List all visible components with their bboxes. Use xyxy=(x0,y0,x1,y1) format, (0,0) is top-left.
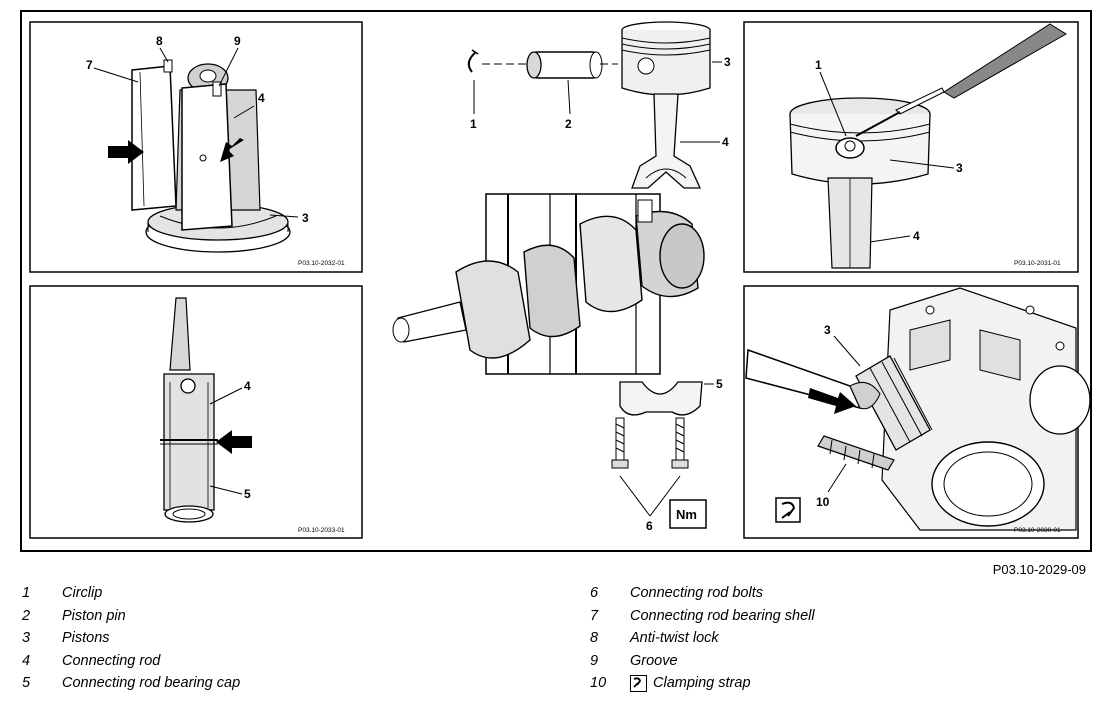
torque-box-label: Nm xyxy=(676,507,697,522)
center-callout-4: 4 xyxy=(722,135,729,149)
bl-panel-code: P03.10-2033-01 xyxy=(298,527,345,534)
bl-callout-4: 4 xyxy=(244,379,251,393)
bolt-right xyxy=(671,417,689,469)
tl-callout-3: 3 xyxy=(302,211,309,225)
tl-callout-8: 8 xyxy=(156,34,163,48)
legend-label: Circlip xyxy=(62,585,103,602)
legend-item: 2 Piston pin xyxy=(22,605,240,628)
center-callout-2: 2 xyxy=(565,117,572,131)
legend-right: 6 Connecting rod bolts 7 Connecting rod be… xyxy=(590,582,815,695)
legend-item: 10 Clamping strap xyxy=(590,672,815,695)
figure-frame xyxy=(20,10,1092,552)
tl-callout-4: 4 xyxy=(258,91,265,105)
tl-callout-7: 7 xyxy=(86,58,93,72)
legend-number: 5 xyxy=(22,675,31,692)
panel-bottom-left: 4 5 P03.10-2033-01 xyxy=(29,285,363,539)
tl-callout-9: 9 xyxy=(234,34,241,48)
legend-label: Anti-twist lock xyxy=(630,630,719,647)
legend-label: Connecting rod xyxy=(62,652,161,669)
exploded-diagram: 7 8 9 4 3 P03.10-2032-01 4 5 P03.10-2033… xyxy=(20,10,1092,552)
legend-number: 1 xyxy=(22,585,31,602)
legend-number: 7 xyxy=(590,607,599,624)
br-callout-10: 10 xyxy=(816,495,830,509)
tl-panel-code: P03.10-2032-01 xyxy=(298,260,345,267)
legend-item: 8 Anti-twist lock xyxy=(590,627,815,650)
panel-top-left: 7 8 9 4 3 P03.10-2032-01 xyxy=(29,21,363,273)
special-tool-icon xyxy=(630,674,647,692)
br-panel-code: P03.10-2030-01 xyxy=(1014,527,1061,534)
tr-callout-3: 3 xyxy=(956,161,963,175)
panel-bottom-right: 3 10 P03.10-2030-01 xyxy=(743,285,1091,539)
legend-number: 9 xyxy=(590,652,599,669)
tr-callout-4: 4 xyxy=(913,229,920,243)
legend-item: 4 Connecting rod xyxy=(22,650,240,673)
legend-number: 6 xyxy=(590,585,599,602)
legend-item: 1 Circlip xyxy=(22,582,240,605)
tr-panel-code: P03.10-2031-01 xyxy=(1014,260,1061,267)
special-tool-icon xyxy=(775,497,801,523)
legend-number: 8 xyxy=(590,630,599,647)
legend-item: 5 Connecting rod bearing cap xyxy=(22,672,240,695)
bl-callout-5: 5 xyxy=(244,487,251,501)
center-callout-5: 5 xyxy=(716,377,723,391)
center-callout-6: 6 xyxy=(646,519,653,533)
legend-label: Pistons xyxy=(62,630,110,647)
legend-label: Connecting rod bearing shell xyxy=(630,607,815,624)
legend-label: Piston pin xyxy=(62,607,126,624)
legend-number: 4 xyxy=(22,652,31,669)
legend-item: 3 Pistons xyxy=(22,627,240,650)
center-callout-3: 3 xyxy=(724,55,731,69)
center-exploded-view: 1 2 3 4 xyxy=(392,21,731,533)
figure-code: P03.10-2029-09 xyxy=(992,562,1086,577)
legend-item: 7 Connecting rod bearing shell xyxy=(590,605,815,628)
tr-callout-1: 1 xyxy=(815,58,822,72)
bolt-left xyxy=(611,417,629,469)
legend-number: 3 xyxy=(22,630,31,647)
legend-item: 6 Connecting rod bolts xyxy=(590,582,815,605)
legend-label: Groove xyxy=(630,652,678,669)
legend-number: 2 xyxy=(22,607,31,624)
legend-label: Clamping strap xyxy=(653,675,751,692)
br-callout-3: 3 xyxy=(824,323,831,337)
panel-top-right: 1 3 4 P03.10-2031-01 xyxy=(743,21,1079,273)
torque-box xyxy=(669,499,707,529)
legend-label: Connecting rod bearing cap xyxy=(62,675,241,692)
legend-label: Connecting rod bolts xyxy=(630,585,763,602)
legend-item: 9 Groove xyxy=(590,650,815,673)
center-callout-1: 1 xyxy=(470,117,477,131)
legend-number: 10 xyxy=(590,675,607,692)
